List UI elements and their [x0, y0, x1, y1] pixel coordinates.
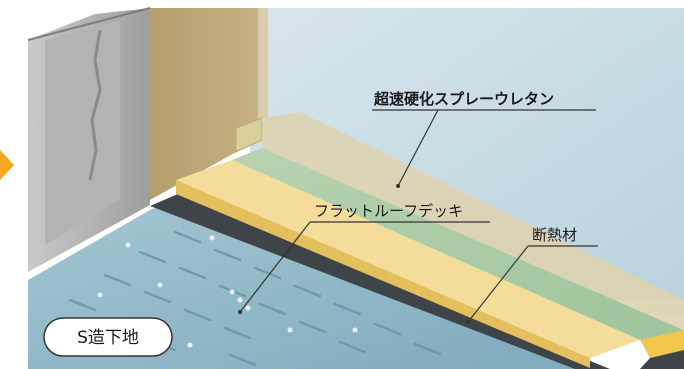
insulation-front-face: [176, 180, 590, 368]
concrete-wall-panel: [45, 20, 120, 245]
insulation-top-face: [176, 160, 640, 358]
deck-fastener-dots: [97, 235, 358, 348]
urethane-layer: [262, 112, 684, 330]
label-insulation: 断熱材: [532, 226, 577, 244]
label-deck: フラットルーフデッキ: [314, 202, 463, 220]
deck-slot-pattern: [58, 230, 442, 367]
urethane-edge-highlight: [640, 330, 684, 358]
callout-insulation: 断熱材: [466, 226, 598, 324]
substrate-badge: S造下地: [43, 317, 173, 357]
right-dark-edge: [640, 350, 684, 369]
parapet-wall-right: [250, 8, 684, 300]
flat-roof-deck: [28, 200, 600, 369]
label-spray-urethane: 超速硬化スプレーウレタン: [373, 90, 554, 108]
wall-edge-line: [27, 7, 151, 41]
pillar-light-face: [258, 8, 268, 140]
green-membrane: [232, 148, 684, 340]
wall-crack-line: [88, 29, 102, 181]
callout-deck: フラットルーフデッキ: [238, 202, 490, 314]
badge-label: S造下地: [77, 328, 139, 348]
callout-spray-urethane: 超速硬化スプレーウレタン: [372, 90, 596, 188]
orange-arrow-icon: [0, 150, 14, 180]
steel-pillar: [150, 8, 258, 200]
